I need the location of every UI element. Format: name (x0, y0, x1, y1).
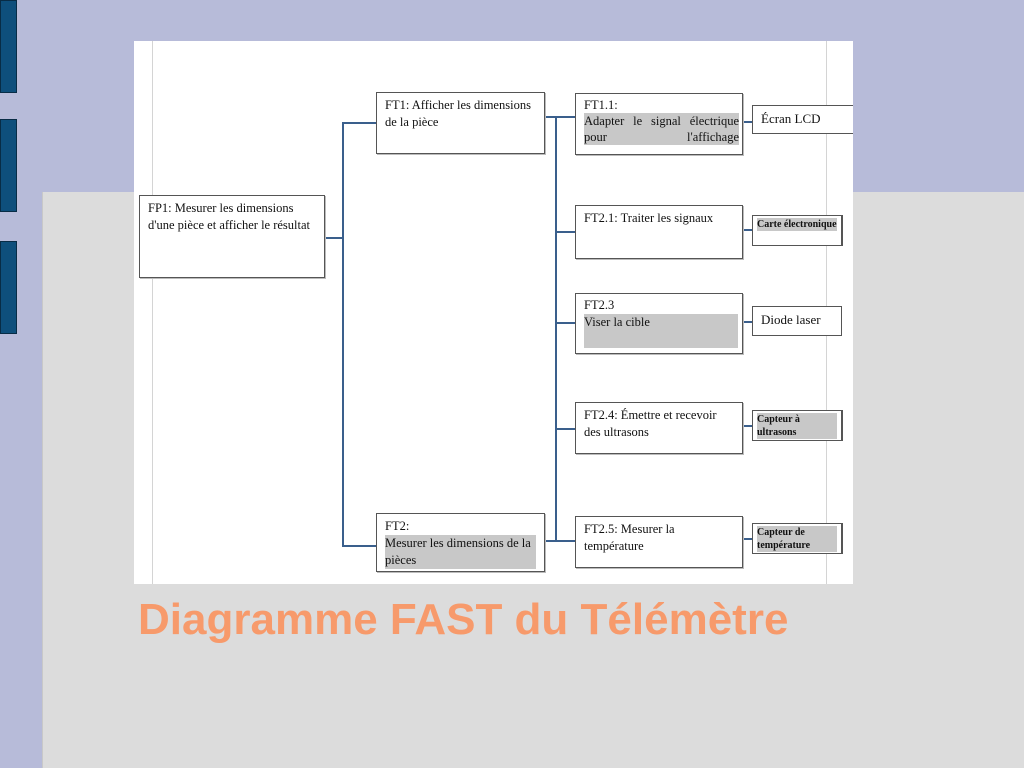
connector-ft25-capteur-temp (743, 538, 752, 540)
solution-carte-label: Carte électronique (757, 218, 837, 231)
solution-capteur-us-label: Capteur à ultrasons (757, 413, 837, 439)
connector-to-ft1 (342, 122, 376, 124)
ft1-label: FT1: Afficher les dimensions de la pièce (385, 98, 531, 129)
ft25-box: FT2.5: Mesurer la température (575, 516, 743, 568)
ft25-label: FT2.5: Mesurer la température (584, 522, 675, 553)
ft11-code: FT1.1: (584, 98, 618, 112)
solution-ecran-label: Écran LCD (761, 111, 821, 126)
ft24-label: FT2.4: Émettre et recevoir des ultrasons (584, 408, 717, 439)
side-tab-3 (0, 241, 17, 334)
solution-capteur-ultrasons: Capteur à ultrasons (752, 410, 843, 441)
ft21-label: FT2.1: Traiter les signaux (584, 211, 714, 225)
connector-ft2-out (545, 540, 557, 542)
connector-to-ft25 (555, 540, 575, 542)
ft2-box: FT2: Mesurer les dimensions de la pièces (376, 513, 545, 572)
solution-diode-laser: Diode laser (752, 306, 842, 336)
connector-trunk-1 (342, 122, 344, 547)
ft23-box: FT2.3 Viser la cible (575, 293, 743, 354)
ft24-box: FT2.4: Émettre et recevoir des ultrasons (575, 402, 743, 454)
connector-to-ft11 (555, 116, 575, 118)
ft11-box: FT1.1: Adapter le signal électrique pour… (575, 93, 743, 155)
solution-carte-electronique: Carte électronique (752, 215, 843, 246)
ft11-text: Adapter le signal électrique pour l'affi… (584, 113, 739, 145)
solution-diode-label: Diode laser (761, 312, 821, 327)
connector-ft24-capteur-us (743, 425, 752, 427)
side-tab-1 (0, 0, 17, 93)
connector-ft21-carte (743, 229, 752, 231)
fp1-label: FP1: Mesurer les dimensions d'une pièce … (148, 201, 311, 232)
ft23-code: FT2.3 (584, 298, 615, 312)
fast-diagram: FP1: Mesurer les dimensions d'une pièce … (134, 41, 853, 584)
connector-to-ft23 (555, 322, 575, 324)
page-margin-left (152, 41, 153, 584)
ft23-text: Viser la cible (584, 314, 738, 348)
solution-capteur-temperature: Capteur de température (752, 523, 843, 554)
connector-to-ft2 (342, 545, 376, 547)
fp1-box: FP1: Mesurer les dimensions d'une pièce … (139, 195, 325, 278)
connector-ft23-diode (743, 321, 752, 323)
connector-ft11-ecran (743, 121, 752, 123)
side-tab-2 (0, 119, 17, 212)
solution-ecran-lcd: Écran LCD (752, 105, 853, 134)
connector-ft1-out (545, 116, 557, 118)
solution-capteur-temp-label: Capteur de température (757, 526, 837, 552)
ft2-text: Mesurer les dimensions de la pièces (385, 535, 536, 569)
ft21-box: FT2.1: Traiter les signaux (575, 205, 743, 259)
ft2-code: FT2: (385, 519, 410, 533)
connector-to-ft24 (555, 428, 575, 430)
connector-to-ft21 (555, 231, 575, 233)
connector-trunk-2 (555, 116, 557, 542)
connector-fp1-out (325, 237, 342, 239)
ft1-box: FT1: Afficher les dimensions de la pièce (376, 92, 545, 154)
slide-title: Diagramme FAST du Télémètre (138, 595, 789, 644)
